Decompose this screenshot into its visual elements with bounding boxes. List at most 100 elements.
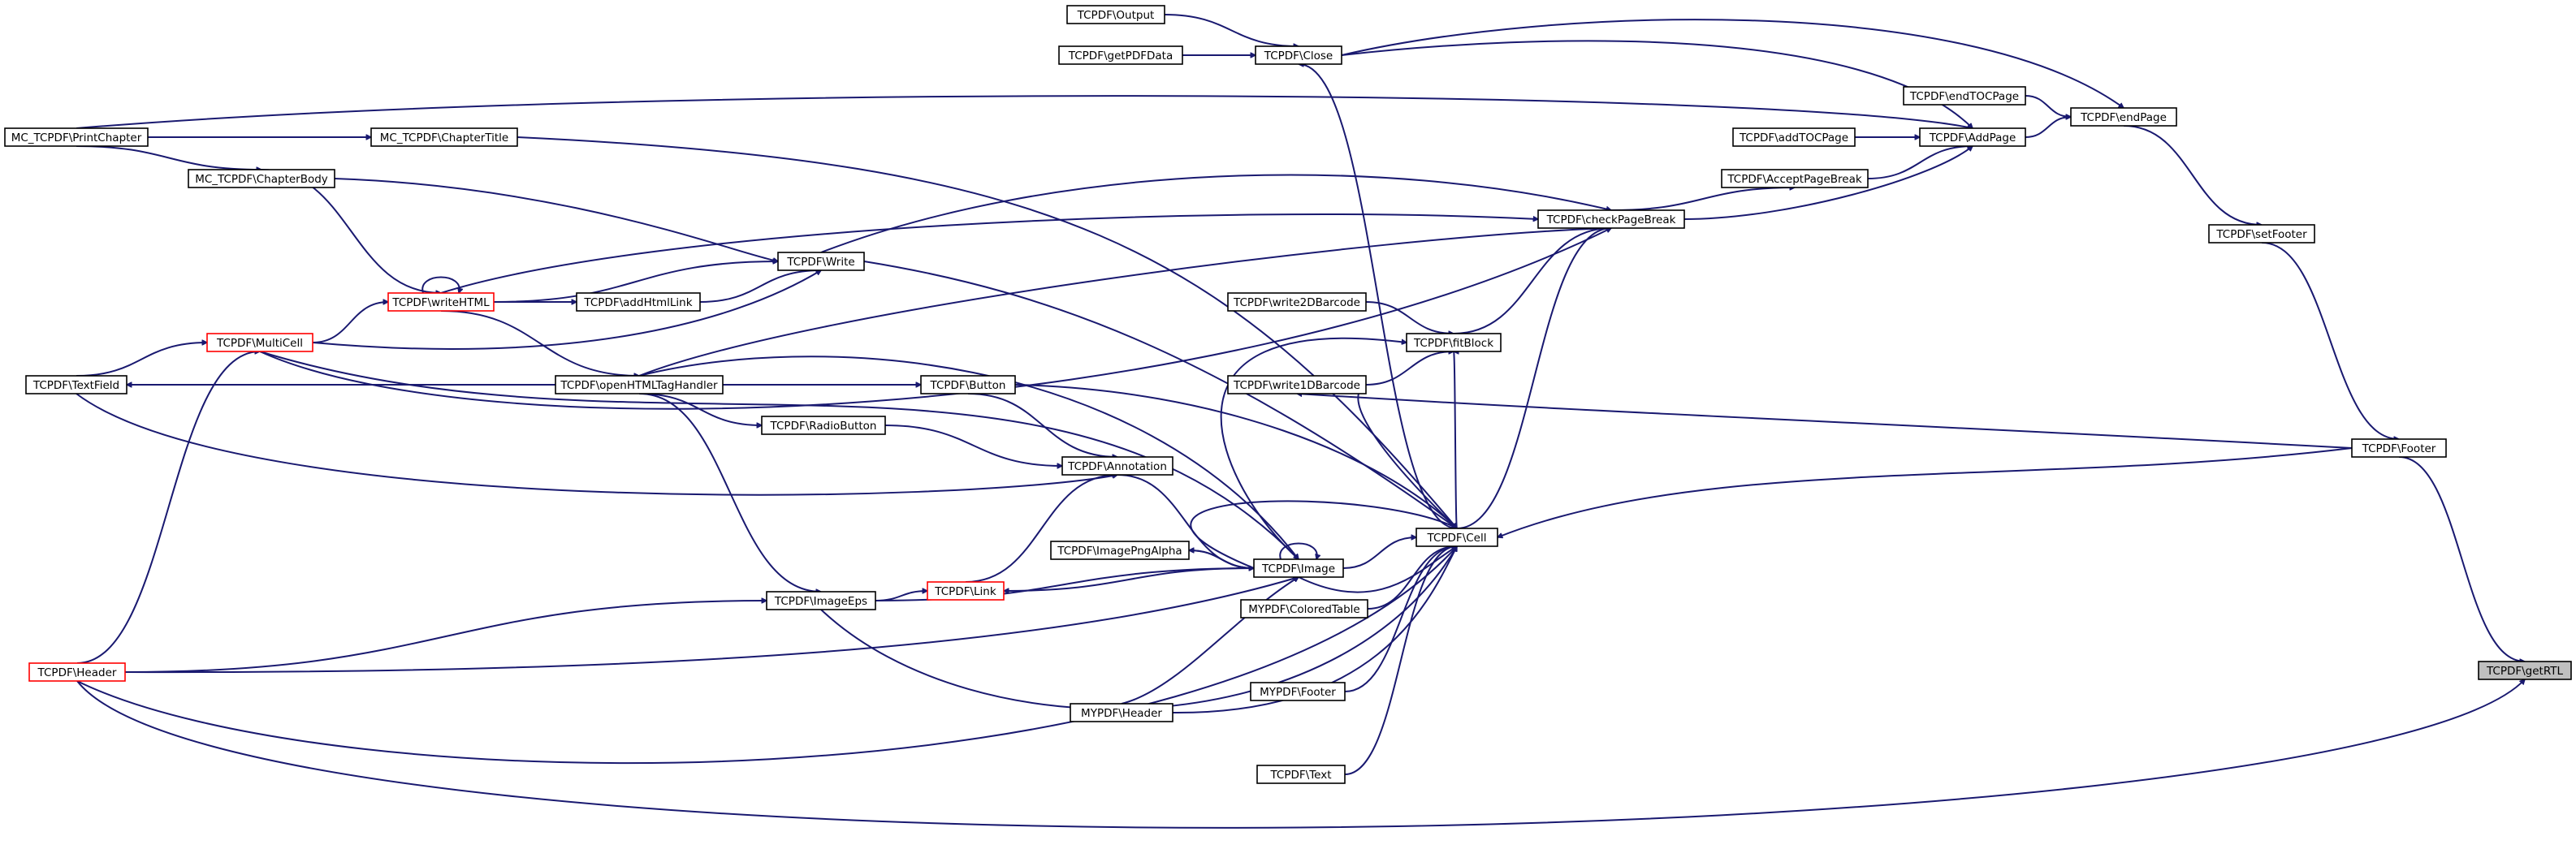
- node-chaptertitle[interactable]: MC_TCPDF\ChapterTitle: [370, 127, 518, 147]
- node-fitblock[interactable]: TCPDF\fitBlock: [1406, 333, 1502, 352]
- edge-myfooter-to-cell: [1344, 546, 1457, 692]
- node-openhtmltaghandler[interactable]: TCPDF\openHTMLTagHandler: [555, 375, 724, 394]
- node-link-label: TCPDF\Link: [934, 585, 996, 598]
- node-getrtl[interactable]: TCPDF\getRTL: [2478, 661, 2572, 680]
- node-button-box: [920, 375, 1016, 394]
- node-addhtmllink[interactable]: TCPDF\addHtmlLink: [576, 292, 701, 312]
- edge-write1dbarcode-to-fitblock: [1365, 351, 1454, 386]
- edge-output-to-close: [1164, 14, 1299, 46]
- edge-header-to-cell: [76, 546, 1457, 765]
- edge-addhtmllink-to-write: [699, 270, 821, 303]
- node-output[interactable]: TCPDF\Output: [1066, 5, 1165, 24]
- edge-footer-to-cell: [1498, 447, 2353, 537]
- node-header-box: [28, 662, 126, 682]
- node-close[interactable]: TCPDF\Close: [1255, 45, 1342, 65]
- node-image[interactable]: TCPDF\Image: [1253, 558, 1344, 578]
- node-fitblock-box: [1406, 333, 1502, 352]
- node-chaptertitle-label: MC_TCPDF\ChapterTitle: [380, 131, 508, 144]
- node-footer-label: TCPDF\Footer: [2362, 442, 2436, 455]
- node-writehtml-box: [387, 292, 495, 312]
- node-multicell[interactable]: TCPDF\MultiCell: [206, 333, 313, 352]
- node-textfield[interactable]: TCPDF\TextField: [25, 375, 128, 394]
- node-addpage-box: [1919, 127, 2026, 147]
- edge-close-to-addpage: [1341, 40, 1973, 128]
- edge-endtocpage-to-endpage: [2025, 95, 2071, 117]
- node-imagepngalpha[interactable]: TCPDF\ImagePngAlpha: [1050, 541, 1190, 560]
- node-myheader-box: [1070, 703, 1173, 722]
- edge-textfield-to-multicell: [76, 343, 207, 377]
- edge-close-to-endpage: [1341, 19, 2124, 108]
- node-writehtml[interactable]: TCPDF\writeHTML: [387, 292, 495, 312]
- node-myheader-label: MYPDF\Header: [1081, 707, 1162, 720]
- node-footer[interactable]: TCPDF\Footer: [2351, 438, 2447, 458]
- node-coloredtable-label: MYPDF\ColoredTable: [1248, 603, 1359, 616]
- node-openhtmltaghandler-box: [555, 375, 724, 394]
- node-myheader[interactable]: MYPDF\Header: [1070, 703, 1173, 722]
- edge-chapterbody-to-writehtml: [261, 169, 441, 293]
- node-radiobutton[interactable]: TCPDF\RadioButton: [761, 416, 886, 435]
- edge-header-to-multicell: [76, 351, 260, 664]
- node-getrtl-box: [2478, 661, 2572, 680]
- node-text-label: TCPDF\Text: [1269, 769, 1331, 782]
- node-footer-box: [2351, 438, 2447, 458]
- node-coloredtable-box: [1240, 599, 1368, 618]
- node-setfooter-box: [2208, 224, 2315, 244]
- node-button[interactable]: TCPDF\Button: [920, 375, 1016, 394]
- node-checkpagebreak-label: TCPDF\checkPageBreak: [1546, 213, 1676, 226]
- node-imageeps-label: TCPDF\ImageEps: [774, 595, 867, 608]
- edge-image-self-loop: [1279, 542, 1316, 560]
- node-openhtmltaghandler-label: TCPDF\openHTMLTagHandler: [560, 379, 718, 392]
- node-endtocpage[interactable]: TCPDF\endTOCPage: [1903, 86, 2026, 106]
- node-endtocpage-box: [1903, 86, 2026, 106]
- node-getpdfdata[interactable]: TCPDF\getPDFData: [1058, 45, 1183, 65]
- node-addtocpage-box: [1732, 127, 1856, 147]
- edge-writehtml-to-openhtmltaghandler: [440, 310, 639, 376]
- node-multicell-box: [206, 333, 313, 352]
- node-imageeps-box: [766, 591, 876, 610]
- edge-openhtmltaghandler-to-imageeps: [638, 393, 821, 592]
- node-myfooter[interactable]: MYPDF\Footer: [1250, 682, 1346, 701]
- node-addtocpage[interactable]: TCPDF\addTOCPage: [1732, 127, 1856, 147]
- edge-cell-to-checkpagebreak: [1456, 228, 1611, 529]
- edge-printchapter-to-addpage: [76, 95, 1973, 128]
- node-chaptertitle-box: [370, 127, 518, 147]
- node-endpage[interactable]: TCPDF\endPage: [2070, 107, 2177, 127]
- edge-footer-to-getrtl: [2398, 456, 2525, 662]
- node-write[interactable]: TCPDF\Write: [777, 252, 865, 271]
- edge-header-to-getrtl: [76, 679, 2525, 829]
- edge-cell-to-fitblock: [1454, 351, 1457, 529]
- edge-write-to-checkpagebreak: [820, 174, 1611, 253]
- node-setfooter[interactable]: TCPDF\setFooter: [2208, 224, 2315, 244]
- node-cell[interactable]: TCPDF\Cell: [1416, 528, 1498, 547]
- node-image-box: [1253, 558, 1344, 578]
- edge-image-to-cell: [1342, 537, 1416, 569]
- node-annotation[interactable]: TCPDF\Annotation: [1061, 456, 1173, 476]
- edge-acceptpagebreak-to-addpage: [1867, 146, 1973, 179]
- node-write2dbarcode[interactable]: TCPDF\write2DBarcode: [1227, 292, 1367, 312]
- node-myfooter-label: MYPDF\Footer: [1260, 686, 1336, 699]
- node-checkpagebreak[interactable]: TCPDF\checkPageBreak: [1537, 209, 1685, 229]
- node-endpage-box: [2070, 107, 2177, 127]
- node-write2dbarcode-label: TCPDF\write2DBarcode: [1233, 296, 1360, 309]
- node-write-box: [777, 252, 865, 271]
- edge-image-to-fitblock: [1220, 337, 1407, 560]
- node-imageeps[interactable]: TCPDF\ImageEps: [766, 591, 876, 610]
- node-link-box: [927, 581, 1005, 601]
- node-chapterbody[interactable]: MC_TCPDF\ChapterBody: [188, 169, 335, 188]
- node-coloredtable[interactable]: MYPDF\ColoredTable: [1240, 599, 1368, 618]
- node-link[interactable]: TCPDF\Link: [927, 581, 1005, 601]
- node-text[interactable]: TCPDF\Text: [1256, 765, 1346, 784]
- node-acceptpagebreak-box: [1721, 169, 1869, 188]
- node-header[interactable]: TCPDF\Header: [28, 662, 126, 682]
- node-addpage[interactable]: TCPDF\AddPage: [1919, 127, 2026, 147]
- node-annotation-box: [1061, 456, 1173, 476]
- node-imagepngalpha-box: [1050, 541, 1190, 560]
- node-button-label: TCPDF\Button: [930, 379, 1006, 392]
- node-write1dbarcode[interactable]: TCPDF\write1DBarcode: [1227, 375, 1367, 394]
- node-printchapter[interactable]: MC_TCPDF\PrintChapter: [4, 127, 149, 147]
- node-acceptpagebreak[interactable]: TCPDF\AcceptPageBreak: [1721, 169, 1869, 188]
- node-getpdfdata-label: TCPDF\getPDFData: [1068, 50, 1173, 62]
- node-chapterbody-box: [188, 169, 335, 188]
